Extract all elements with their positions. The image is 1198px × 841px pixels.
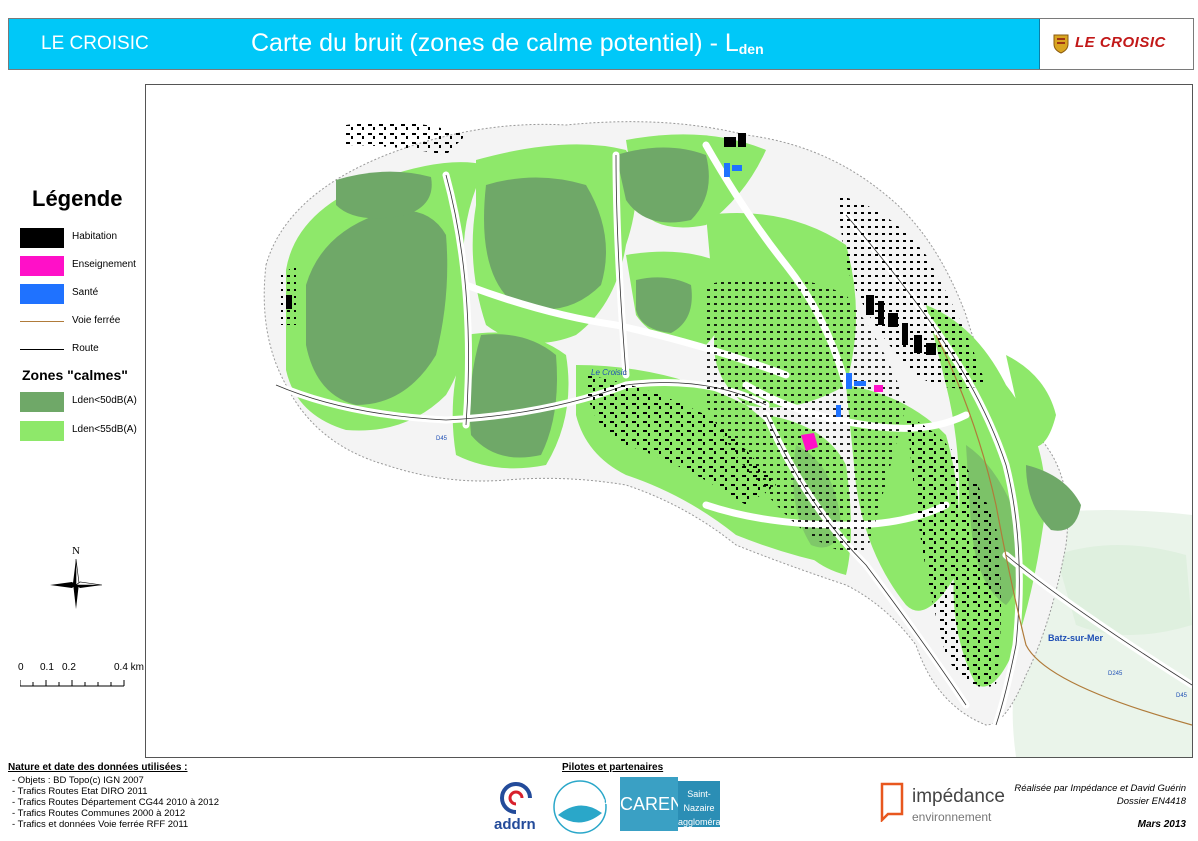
legend-label: Lden<50dB(A) (72, 395, 137, 406)
partners-title: Pilotes et partenaires (562, 762, 664, 773)
carene-sub1: Saint-Nazaire (683, 789, 715, 813)
scale-label: 0.2 (62, 662, 76, 673)
legend-label: Enseignement (72, 259, 136, 270)
scale-label: 0 (18, 662, 24, 673)
legend-swatch (20, 284, 64, 304)
carene-logo: CARENE Saint-Nazaire agglomération (620, 777, 736, 831)
habitation-areas (706, 277, 906, 555)
map-date: Mars 2013 (1137, 819, 1186, 830)
source-item: - Trafics et données Voie ferrée RFF 201… (12, 819, 189, 830)
legend-label: Lden<55dB(A) (72, 424, 137, 435)
title-bar: LE CROISIC Carte du bruit (zones de calm… (9, 19, 1040, 69)
carene-subtitle: Saint-Nazaire agglomération (678, 781, 736, 827)
zones-title: Zones "calmes" (22, 367, 128, 383)
calm-zone-50 (306, 210, 448, 405)
scale-label: 0.1 (40, 662, 54, 673)
source-item: - Trafics Routes Département CG44 2010 à… (12, 797, 220, 808)
coat-of-arms-icon (1053, 34, 1069, 54)
scale-bar: 0 0.1 0.2 0.4 km (18, 662, 148, 692)
road-label: D45 (436, 436, 448, 442)
legend-swatch (20, 392, 64, 412)
impedance-logo-icon (880, 782, 904, 824)
noise-map[interactable]: Le Croisic Batz-sur-Mer D45 D245 D45 (145, 84, 1193, 758)
road-label: D45 (1176, 693, 1188, 699)
cap-atlantique-icon (553, 780, 607, 834)
credit-line: Réalisée par Impédance et David Guérin (1014, 783, 1186, 794)
place-label-batz: Batz-sur-Mer (1048, 633, 1104, 643)
cap-atlantique-text: Cap Atlantique (556, 797, 613, 806)
dossier-line: Dossier EN4418 (1116, 796, 1186, 807)
legend-swatch (20, 256, 64, 276)
legend-line (20, 349, 64, 350)
legend-label: Santé (72, 287, 99, 298)
carene-text: CARENE (620, 777, 695, 831)
legend-swatch (20, 421, 64, 441)
enseignement-buildings (801, 385, 883, 451)
logo-text: LE CROISIC (1075, 34, 1166, 51)
map-canvas: Le Croisic Batz-sur-Mer D45 D245 D45 (263, 121, 1192, 757)
impedance-subtitle: environnement (912, 810, 992, 824)
carene-sub2: agglomération (678, 817, 736, 827)
map-title-main: Carte du bruit (zones de calme potentiel… (251, 29, 739, 57)
sante-buildings (724, 163, 866, 417)
map-title: Carte du bruit (zones de calme potentiel… (251, 29, 764, 58)
addrn-text: addrn (494, 816, 536, 833)
legend-title: Légende (32, 186, 123, 211)
source-item: - Trafics Routes Etat DIRO 2011 (12, 786, 148, 797)
impedance-name: impédance (912, 786, 1005, 807)
addrn-logo: addrn (492, 778, 540, 836)
place-label-le-croisic: Le Croisic (591, 368, 627, 377)
scale-ticks (20, 680, 125, 687)
addrn-spiral-icon (500, 782, 532, 814)
legend-swatch (20, 228, 64, 248)
legend-line (20, 321, 64, 322)
le-croisic-logo: LE CROISIC (1051, 32, 1191, 56)
north-label: N (72, 545, 80, 557)
railway (935, 334, 1192, 726)
sources-title: Nature et date des données utilisées : (8, 762, 188, 773)
map-header: LE CROISIC Carte du bruit (zones de calm… (8, 18, 1194, 70)
legend-label: Route (72, 343, 99, 354)
north-arrow: N (48, 545, 104, 611)
legend-label: Habitation (72, 231, 118, 242)
map-title-subscript: den (738, 41, 764, 57)
commune-name: LE CROISIC (41, 33, 149, 54)
road-label: D245 (1108, 671, 1123, 677)
cap-atlantique-logo: Cap Atlantique (550, 779, 612, 835)
source-item: - Trafics Routes Communes 2000 à 2012 (12, 808, 186, 819)
source-item: - Objets : BD Topo(c) IGN 2007 (12, 775, 144, 786)
dense-habitation (286, 133, 936, 355)
compass-rose-icon (50, 558, 103, 609)
legend-label: Voie ferrée (72, 315, 121, 326)
scale-label: 0.4 km (114, 662, 145, 673)
